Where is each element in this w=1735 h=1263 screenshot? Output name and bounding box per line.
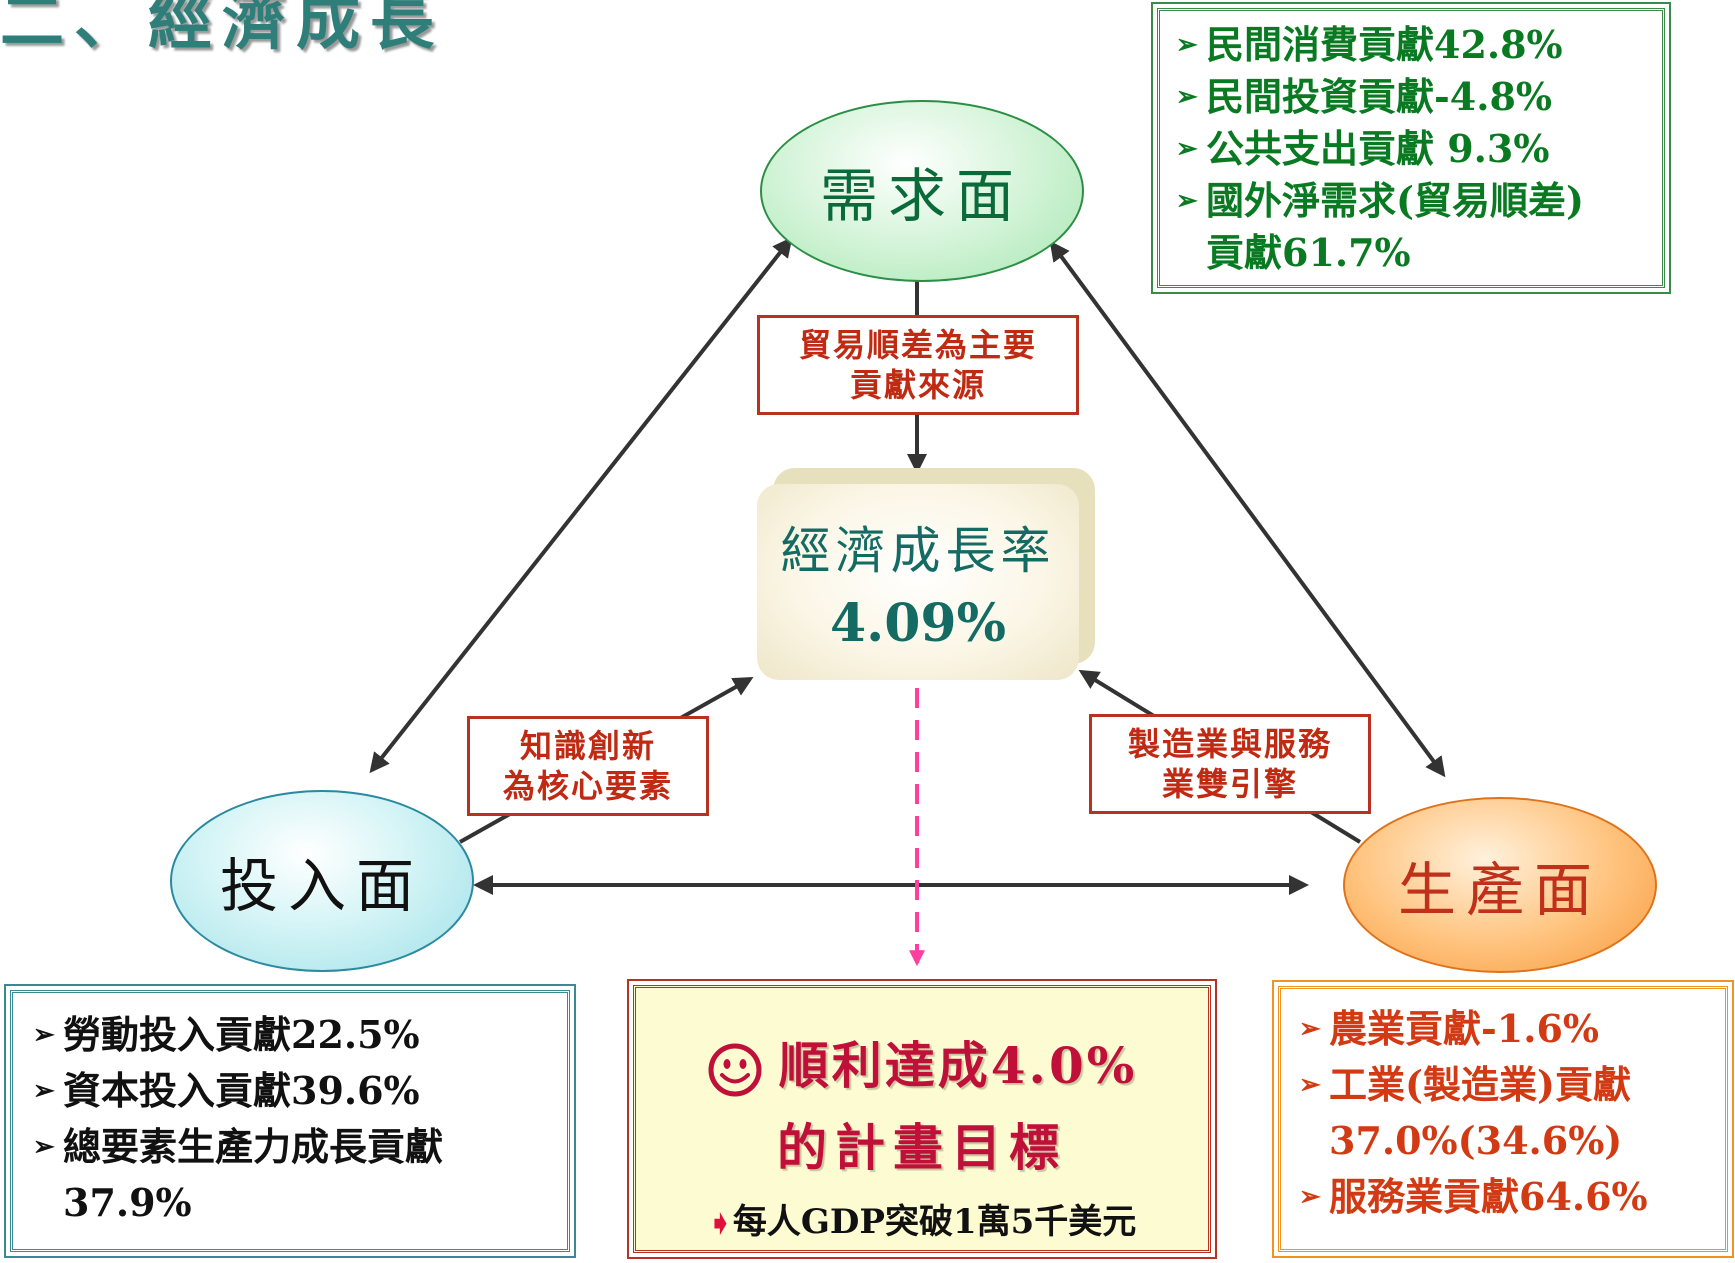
triangle-bullet-icon: ➢: [33, 1020, 55, 1050]
arrow-demand-production: [1049, 240, 1446, 778]
input-edge-label-line2: 為核心要素: [502, 767, 673, 805]
list-item: ➢農業貢獻-1.6%: [1295, 1001, 1711, 1057]
triangle-bullet-icon: ➢: [1176, 82, 1198, 112]
list-item: ➢公共支出貢獻 9.3%: [1172, 123, 1650, 175]
list-item-continuation: 37.9%: [63, 1180, 192, 1225]
list-item: ➢工業(製造業)貢獻: [1295, 1057, 1711, 1113]
goal-line3: 每人GDP突破1萬5千美元: [732, 1202, 1137, 1242]
smiley-icon: [708, 1043, 762, 1097]
list-item: ➢資本投入貢獻39.6%: [29, 1063, 551, 1119]
page-title: 二、經濟成長: [0, 0, 444, 59]
list-item: ➢服務業貢獻64.6%: [1295, 1169, 1711, 1225]
triangle-bullet-icon: ➢: [33, 1076, 55, 1106]
list-item: ➢總要素生產力成長貢獻: [29, 1119, 551, 1175]
goal-detail: ➧每人GDP突破1萬5千美元: [636, 1194, 1208, 1243]
input-edge-label-line1: 知識創新: [519, 727, 656, 765]
production-edge-label-line1: 製造業與服務: [1127, 725, 1332, 763]
goal-headline: 順利達成4.0%: [636, 1026, 1208, 1098]
growth-rate-node-face: 經濟成長率 4.09%: [757, 484, 1079, 680]
demand-edge-label-line2: 貢獻來源: [849, 366, 986, 404]
goal-box: 順利達成4.0% 的計畫目標 ➧每人GDP突破1萬5千美元: [627, 979, 1217, 1259]
goal-line1: 順利達成4.0%: [778, 1036, 1138, 1095]
production-edge-label-line2: 業雙引擎: [1161, 765, 1298, 803]
list-item: ➢民間消費貢獻42.8%: [1172, 19, 1650, 71]
production-edge-label: 製造業與服務 業雙引擎: [1089, 714, 1371, 814]
goal-line2: 的計畫目標: [777, 1118, 1067, 1177]
input-side-node: 投入面: [170, 790, 474, 972]
growth-rate-node: 經濟成長率 4.09%: [757, 468, 1095, 680]
arrow-right-icon: ➧: [707, 1206, 733, 1241]
list-item: ➢民間投資貢獻-4.8%: [1172, 71, 1650, 123]
triangle-bullet-icon: ➢: [1176, 30, 1198, 60]
list-item-continuation: 貢獻61.7%: [1206, 230, 1411, 275]
triangle-bullet-icon: ➢: [1176, 186, 1198, 216]
triangle-bullet-icon: ➢: [33, 1132, 55, 1162]
triangle-bullet-icon: ➢: [1299, 1070, 1321, 1100]
input-edge-label: 知識創新 為核心要素: [467, 716, 709, 816]
triangle-bullet-icon: ➢: [1299, 1182, 1321, 1212]
production-side-node: 生產面: [1343, 797, 1657, 973]
production-contribution-box: ➢農業貢獻-1.6% ➢工業(製造業)貢獻 37.0%(34.6%) ➢服務業貢…: [1272, 980, 1734, 1258]
growth-rate-label: 經濟成長率: [780, 521, 1056, 580]
growth-rate-value: 4.09%: [829, 592, 1007, 654]
list-item: ➢國外淨需求(貿易順差): [1172, 175, 1650, 227]
demand-side-node: 需求面: [760, 100, 1084, 282]
list-item: ➢勞動投入貢獻22.5%: [29, 1007, 551, 1063]
triangle-bullet-icon: ➢: [1299, 1014, 1321, 1044]
demand-edge-label: 貿易順差為主要 貢獻來源: [757, 315, 1079, 415]
arrow-demand-input: [369, 236, 793, 774]
list-item-continuation: 37.0%(34.6%): [1329, 1118, 1623, 1163]
input-contribution-box: ➢勞動投入貢獻22.5% ➢資本投入貢獻39.6% ➢總要素生產力成長貢獻 37…: [4, 984, 576, 1258]
demand-contribution-box: ➢民間消費貢獻42.8% ➢民間投資貢獻-4.8% ➢公共支出貢獻 9.3% ➢…: [1151, 2, 1671, 294]
demand-edge-label-line1: 貿易順差為主要: [798, 326, 1037, 364]
triangle-bullet-icon: ➢: [1176, 134, 1198, 164]
